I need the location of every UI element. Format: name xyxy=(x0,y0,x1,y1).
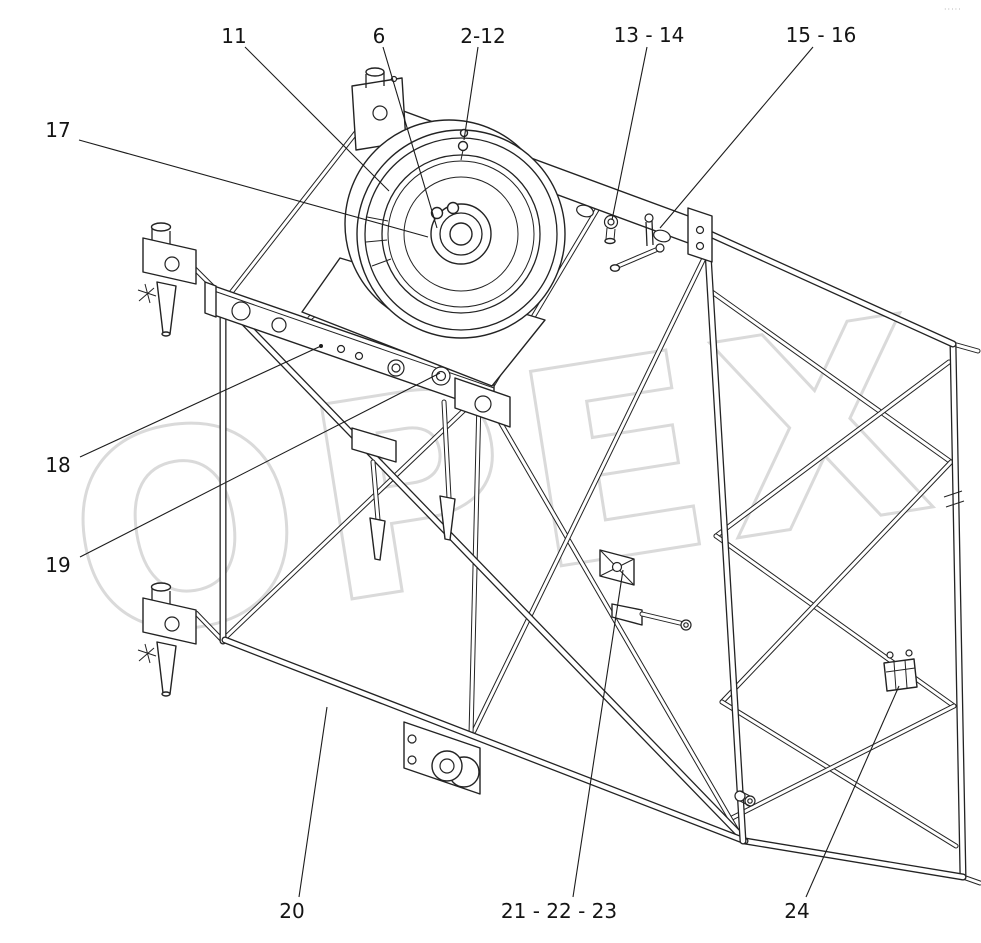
callout-19: 19 xyxy=(45,553,70,577)
left-mount-lugs xyxy=(137,222,197,697)
callout-2-12: 2-12 xyxy=(460,24,505,48)
right-end-plate xyxy=(687,207,713,263)
pin-15-16 xyxy=(609,213,665,272)
right-side-lattice xyxy=(706,230,981,886)
corner-mark: ····· xyxy=(944,5,962,14)
bolt-13-14 xyxy=(603,214,619,245)
callout-labels: 11 6 2-12 13 - 14 15 - 16 17 18 19 20 21… xyxy=(45,23,856,923)
roller-bracket xyxy=(403,721,481,795)
sheave-assembly xyxy=(301,119,566,387)
clamp-fitting xyxy=(883,649,918,692)
leader-lines xyxy=(78,46,900,898)
left-end-bracket xyxy=(351,67,407,151)
callout-15-16: 15 - 16 xyxy=(786,23,857,47)
callout-13-14: 13 - 14 xyxy=(614,23,685,47)
callout-18: 18 xyxy=(45,453,70,477)
callout-21-22-23: 21 - 22 - 23 xyxy=(501,899,617,923)
main-chords xyxy=(191,232,749,845)
callout-11: 11 xyxy=(221,24,246,48)
cross-member xyxy=(204,281,511,428)
hanging-pins xyxy=(351,399,456,561)
callout-17: 17 xyxy=(45,118,70,142)
grease-fitting xyxy=(459,128,469,138)
callout-20: 20 xyxy=(279,899,304,923)
callout-6: 6 xyxy=(373,24,386,48)
break-mark xyxy=(943,490,965,508)
callout-24: 24 xyxy=(784,899,809,923)
mid-fittings xyxy=(599,549,692,631)
bolt-fasteners xyxy=(734,790,756,807)
